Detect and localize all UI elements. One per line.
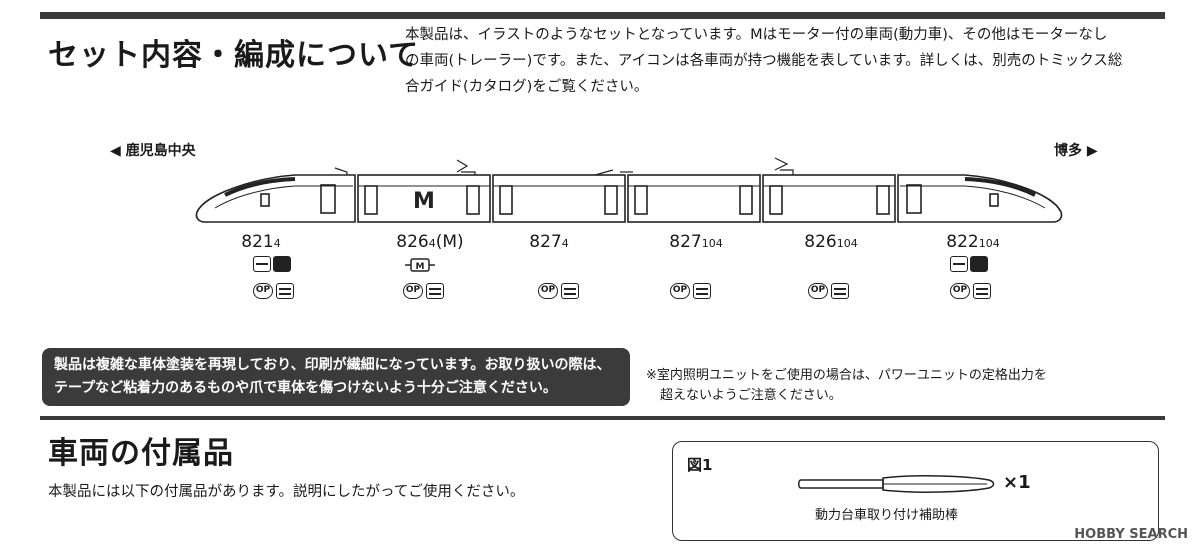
car-5-body [762,157,896,223]
intro-line: 本製品は、イラストのようなセットとなっています。Mはモーター付の車両(動力車)、… [405,27,1108,43]
op-icon: OP [253,283,273,299]
car-2-body [357,159,491,223]
motor-car-mark: M [413,189,435,214]
intro-line: の車両(トレーラー)です。また、アイコンは各車両が持つ機能を表しています。詳しく… [405,53,1123,69]
bogie-helper-rod-icon [798,475,995,493]
op-icon: OP [950,283,970,299]
quantity-label: ×1 [1003,472,1031,493]
figure-label: 図1 [687,456,713,474]
watermark: HOBBY SEARCH [1074,527,1188,542]
train-illustration: M [195,157,1063,223]
car-3-body [492,169,626,223]
figure-caption: 動力台車取り付け補助棒 [815,508,959,523]
op-icon: OP [403,283,423,299]
car-1-body [195,167,356,223]
svg-text:M: M [416,262,425,272]
top-rule [40,12,1165,19]
interior-light-icon [561,283,579,299]
interior-light-icon [973,283,991,299]
taillight-icon [970,256,988,272]
car-4-body [620,171,761,223]
headlight-icon [253,256,271,272]
paint-warning-box: 製品は複雑な車体塗装を再現しており、印刷が繊細になっています。お取り扱いの際は、… [42,348,630,406]
note-line: 超えないようご注意ください。 [660,388,842,403]
figure-1-box: 図1 ×1 動力台車取り付け補助棒 [672,441,1159,541]
car-6-body [897,174,1063,223]
taillight-icon [273,256,291,272]
op-icon: OP [808,283,828,299]
section-title-accessories: 車両の付属品 [48,436,234,471]
car-number: 8264(M) [396,232,464,252]
car-number: 8274 [529,232,569,252]
intro-line: 合ガイド(カタログ)をご覧ください。 [405,79,649,95]
op-icon: OP [670,283,690,299]
section-title-set-contents: セット内容・編成について [48,38,420,73]
section-rule [40,416,1165,420]
direction-right: 博多 ▶ [1054,143,1098,159]
car-number: 827104 [669,232,723,252]
interior-light-icon [276,283,294,299]
motor-icon: M [405,258,435,272]
car-number: 822104 [946,232,1000,252]
warning-line: テープなど粘着力のあるものや爪で車体を傷つけないよう十分ご注意ください。 [54,380,557,396]
accessories-text: 本製品には以下の付属品があります。説明にしたがってご使用ください。 [48,484,525,500]
direction-left: ◀ 鹿児島中央 [110,143,196,159]
interior-light-note: ※室内照明ユニットをご使用の場合は、パワーユニットの定格出力を 超えないようご注… [646,366,1047,406]
op-icon: OP [538,283,558,299]
intro-text: 本製品は、イラストのようなセットとなっています。Mはモーター付の車両(動力車)、… [405,22,1165,100]
interior-light-icon [693,283,711,299]
interior-light-icon [426,283,444,299]
car-number: 826104 [804,232,858,252]
car-number: 8214 [241,232,281,252]
headlight-icon [950,256,968,272]
warning-line: 製品は複雑な車体塗装を再現しており、印刷が繊細になっています。お取り扱いの際は、 [54,357,611,373]
note-line: ※室内照明ユニットをご使用の場合は、パワーユニットの定格出力を [646,368,1047,383]
interior-light-icon [831,283,849,299]
